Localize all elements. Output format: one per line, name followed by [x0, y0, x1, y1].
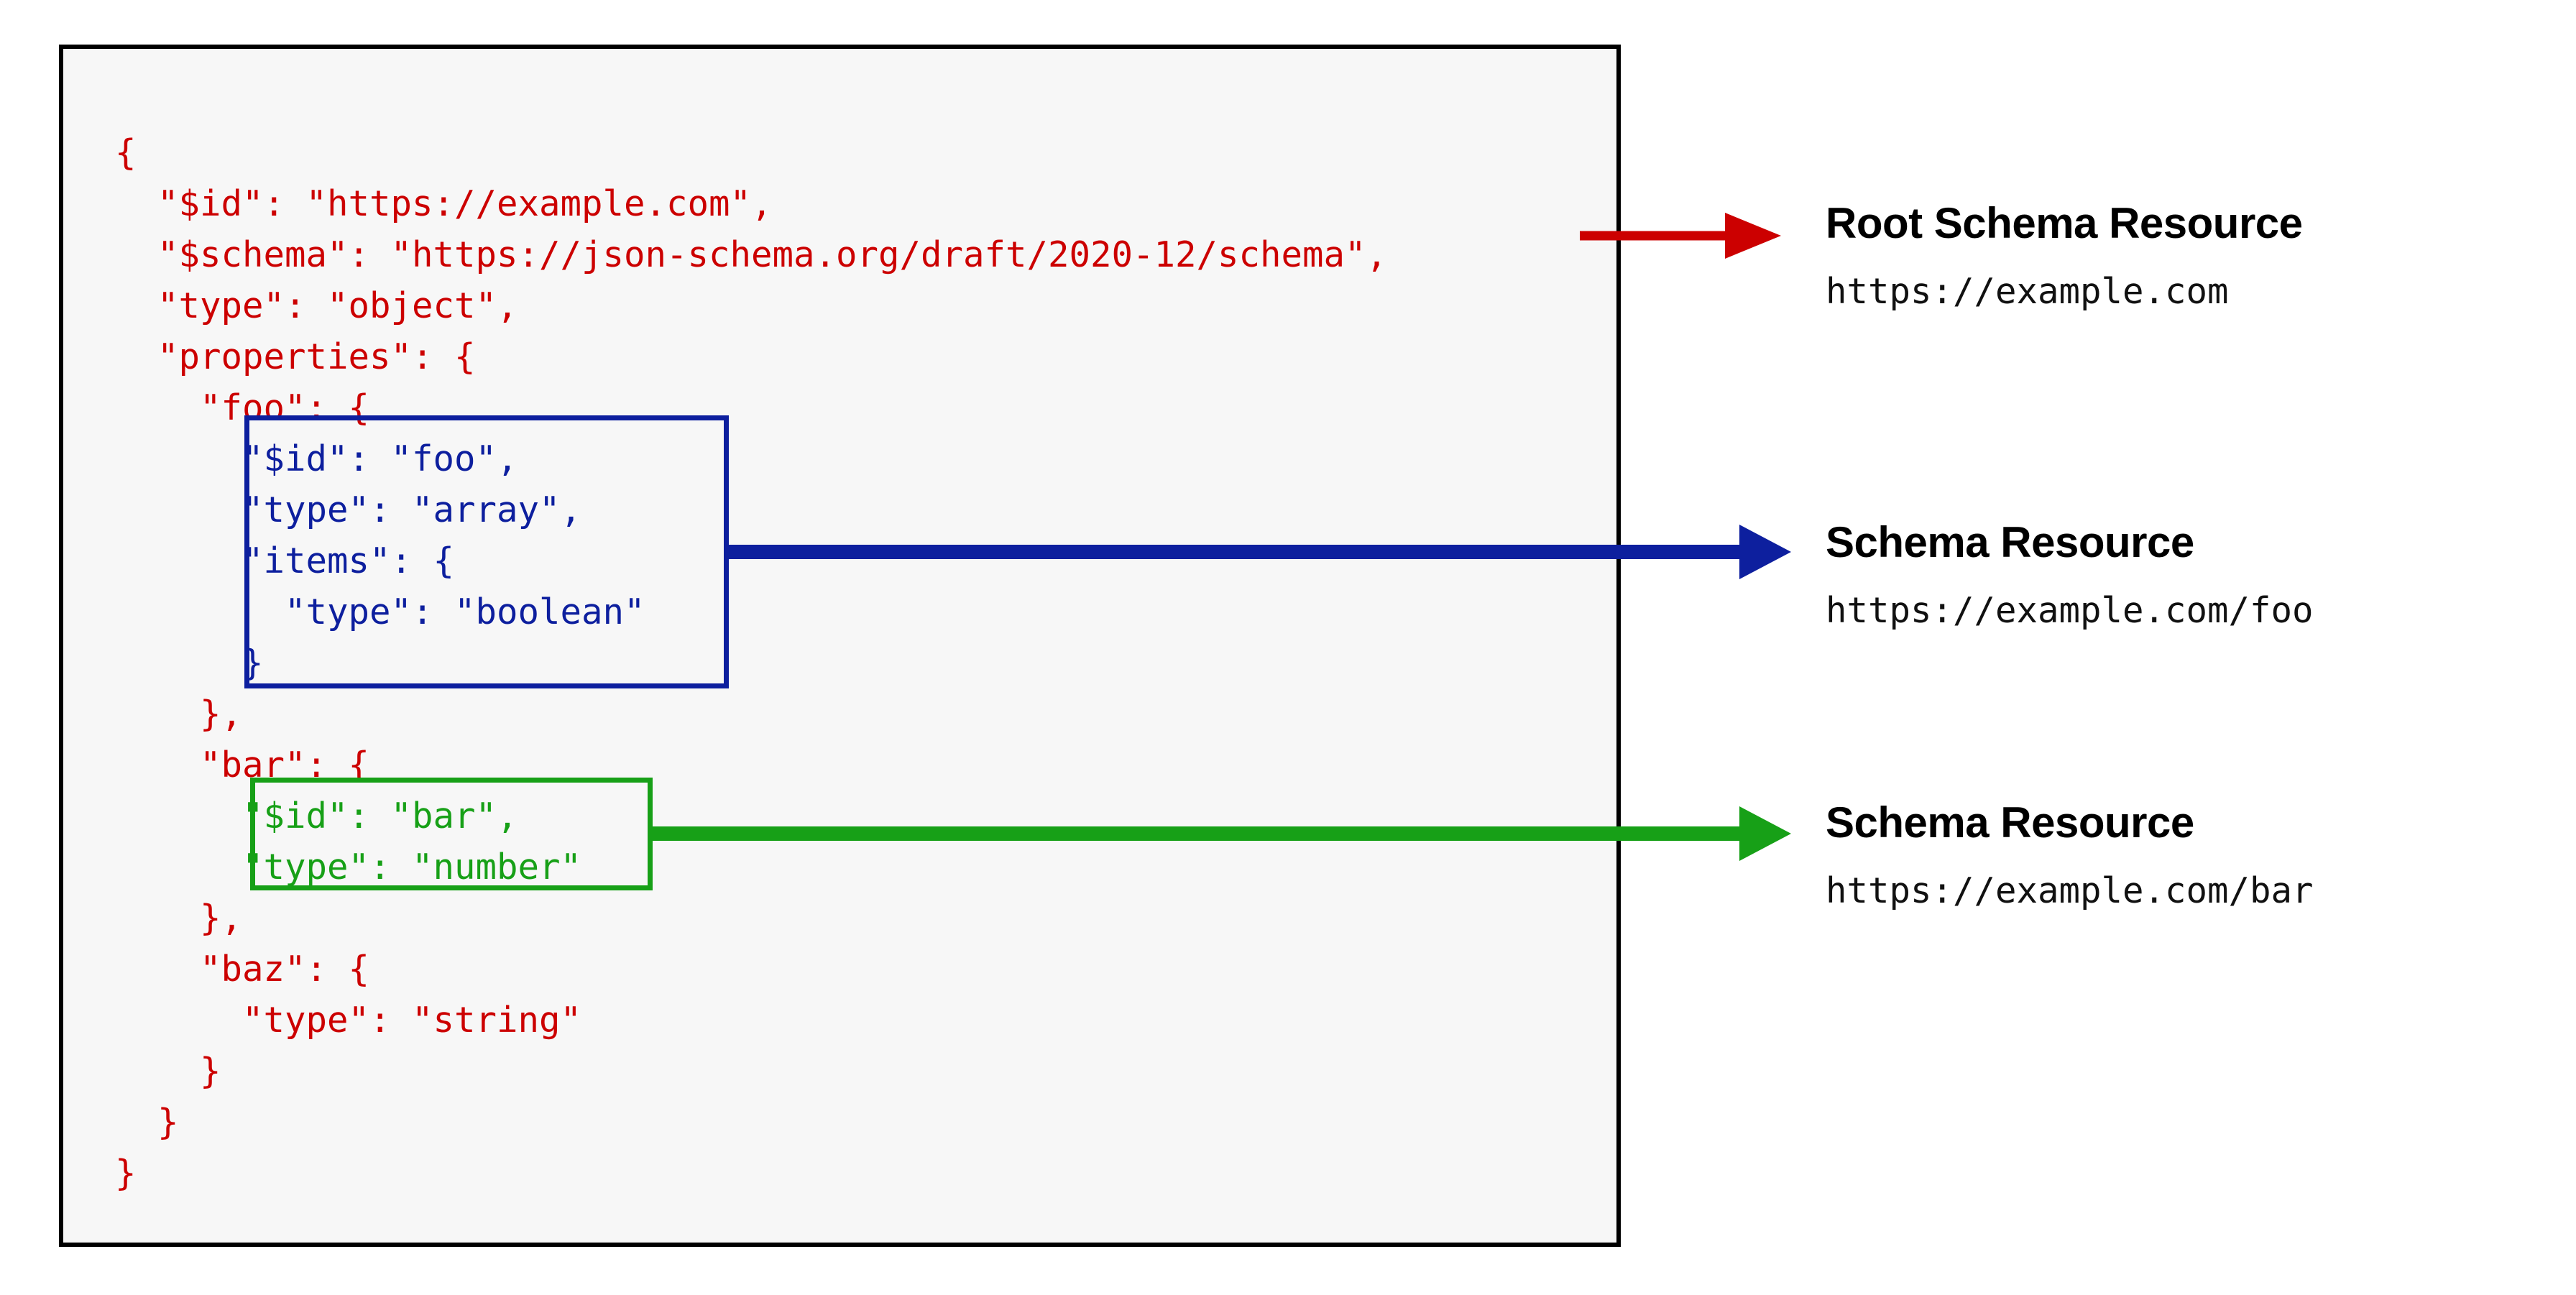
annotation-bar-schema-resource: Schema Resource https://example.com/bar: [1826, 799, 2544, 911]
json-code-block: { "$id": "https://example.com", "$schema…: [115, 127, 1387, 1199]
annotation-root-schema-resource: Root Schema Resource https://example.com: [1826, 200, 2544, 312]
code-line: "type": "number": [115, 847, 582, 888]
annotation-title: Schema Resource: [1826, 798, 2194, 847]
code-line: "type": "boolean": [115, 591, 645, 632]
annotation-uri: https://example.com/foo: [1826, 590, 2314, 631]
code-line: },: [115, 898, 243, 939]
code-line: {: [115, 132, 137, 173]
code-line: "properties": {: [115, 336, 476, 377]
code-line: "$schema": "https://json-schema.org/draf…: [115, 234, 1388, 275]
code-line: "type": "array",: [115, 489, 582, 530]
code-line: "$id": "bar",: [115, 796, 518, 837]
code-line: }: [115, 1051, 221, 1092]
code-line: }: [115, 1102, 179, 1143]
code-line: }: [115, 1153, 137, 1194]
code-line: "$id": "https://example.com",: [115, 183, 773, 224]
code-line: "baz": {: [115, 949, 370, 990]
annotation-foo-schema-resource: Schema Resource https://example.com/foo: [1826, 519, 2544, 631]
annotation-title: Root Schema Resource: [1826, 199, 2303, 247]
code-line: },: [115, 693, 243, 734]
code-line: }: [115, 642, 264, 683]
annotation-title: Schema Resource: [1826, 518, 2194, 566]
code-line: "type": "string": [115, 1000, 582, 1041]
code-line: "items": {: [115, 540, 455, 581]
code-line: "$id": "foo",: [115, 438, 518, 479]
json-schema-code-panel: { "$id": "https://example.com", "$schema…: [59, 45, 1621, 1247]
code-line: "foo": {: [115, 387, 370, 428]
code-line: "type": "object",: [115, 285, 518, 326]
annotation-uri: https://example.com: [1826, 271, 2229, 312]
annotation-uri: https://example.com/bar: [1826, 870, 2314, 911]
code-line: "bar": {: [115, 745, 370, 785]
